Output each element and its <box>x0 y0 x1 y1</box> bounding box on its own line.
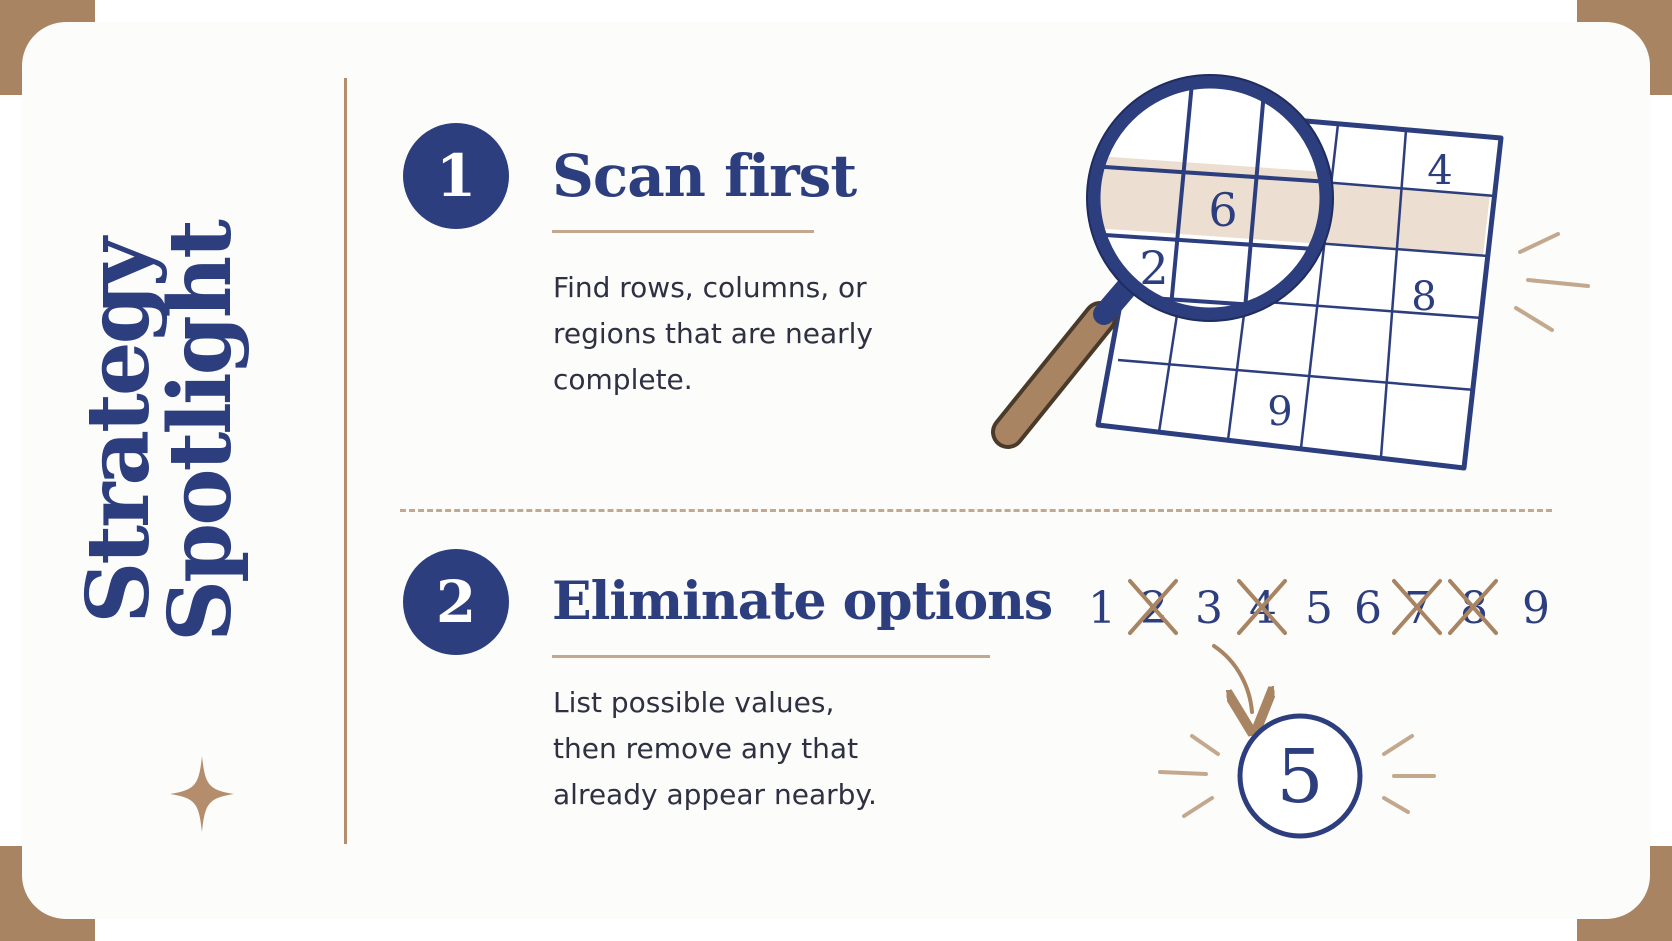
candidate-number: 3 <box>1195 583 1223 634</box>
step-2-number: 2 <box>403 549 509 655</box>
candidate-number: 9 <box>1522 583 1550 634</box>
sparkle-icon <box>170 756 234 832</box>
step-2-underline <box>552 655 990 658</box>
candidate-number: 1 <box>1088 583 1116 634</box>
arrow-icon <box>1212 644 1252 712</box>
cross-out-mark <box>1128 579 1178 635</box>
grid-number: 4 <box>1427 148 1452 194</box>
grid-number: 8 <box>1411 274 1436 320</box>
candidate-row: 123456789 <box>1088 579 1550 635</box>
step-1-number: 1 <box>403 123 509 229</box>
magnifying-glass-icon: 6 2 <box>991 74 1334 449</box>
grid-number: 9 <box>1267 389 1292 435</box>
step-1-description: Find rows, columns, or regions that are … <box>553 271 873 396</box>
page-title: Strategy Spotlight <box>68 221 251 643</box>
sudoku-illustration: 4 8 9 6 2 <box>991 74 1590 471</box>
elimination-illustration: 123456789 5 <box>1088 579 1550 839</box>
section-divider <box>400 509 1552 512</box>
answer-number: 5 <box>1276 734 1323 820</box>
step-2-title: Eliminate options <box>552 571 1053 632</box>
page-title-line2: Spotlight <box>150 221 251 643</box>
answer-burst-lines <box>1158 734 1436 818</box>
step-2-description: List possible values, then remove any th… <box>553 686 877 811</box>
step-1-underline <box>552 230 814 233</box>
candidate-number: 5 <box>1305 583 1333 634</box>
vertical-divider <box>344 78 347 844</box>
candidate-number: 6 <box>1354 583 1382 634</box>
cross-out-mark <box>1448 579 1498 635</box>
answer-circle <box>1237 713 1363 839</box>
grid-number: 6 <box>1208 183 1237 237</box>
step-1-title: Scan first <box>552 142 857 210</box>
cross-out-mark <box>1237 579 1287 635</box>
page-title-line1: Strategy <box>68 240 169 624</box>
accent-lines <box>1514 232 1590 332</box>
cross-out-mark <box>1392 579 1442 635</box>
